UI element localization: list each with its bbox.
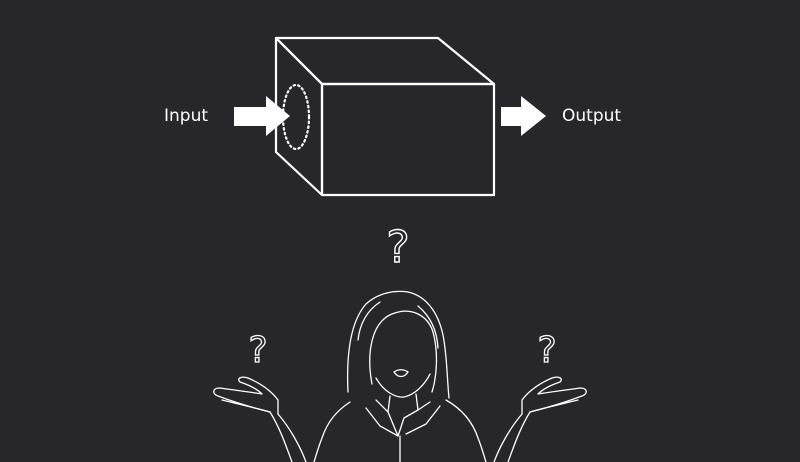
confused-woman-illustration (213, 290, 587, 462)
right-hand (521, 376, 587, 415)
collar-right-lapel (405, 405, 441, 435)
jawline (375, 373, 431, 398)
hair-outline (346, 290, 450, 399)
left-hand (213, 376, 279, 415)
black-box (274, 36, 496, 197)
input-group: Input (164, 96, 290, 136)
output-group: Output (501, 96, 621, 136)
left-arm-outer (269, 411, 293, 462)
face-frame (369, 310, 438, 393)
input-label: Input (164, 106, 208, 126)
output-label: Output (562, 106, 621, 126)
box-top-face (274, 36, 496, 86)
left-shoulder (313, 401, 351, 462)
shirt-collar (375, 399, 431, 437)
right-arm-inner (493, 413, 523, 462)
right-palm-crease (529, 399, 579, 413)
mouth-upper (393, 369, 409, 373)
box-front-face (320, 82, 496, 197)
question-mark-left: ? (248, 330, 267, 371)
right-arm-outer (507, 411, 531, 462)
right-shoulder (445, 399, 487, 462)
left-arm-inner (277, 413, 307, 462)
input-aperture (281, 83, 311, 151)
collar-left-lapel (365, 407, 399, 437)
mouth-lower (393, 371, 409, 378)
hair-strand-right (417, 305, 439, 349)
neck-right (415, 393, 419, 411)
input-arrow-icon (234, 96, 290, 136)
neck-left (387, 395, 391, 413)
question-mark-top: ? (386, 222, 409, 273)
output-arrow-icon (501, 96, 546, 136)
hair-strand-left (357, 301, 381, 341)
question-mark-right: ? (537, 330, 556, 371)
left-palm-crease (221, 399, 271, 413)
